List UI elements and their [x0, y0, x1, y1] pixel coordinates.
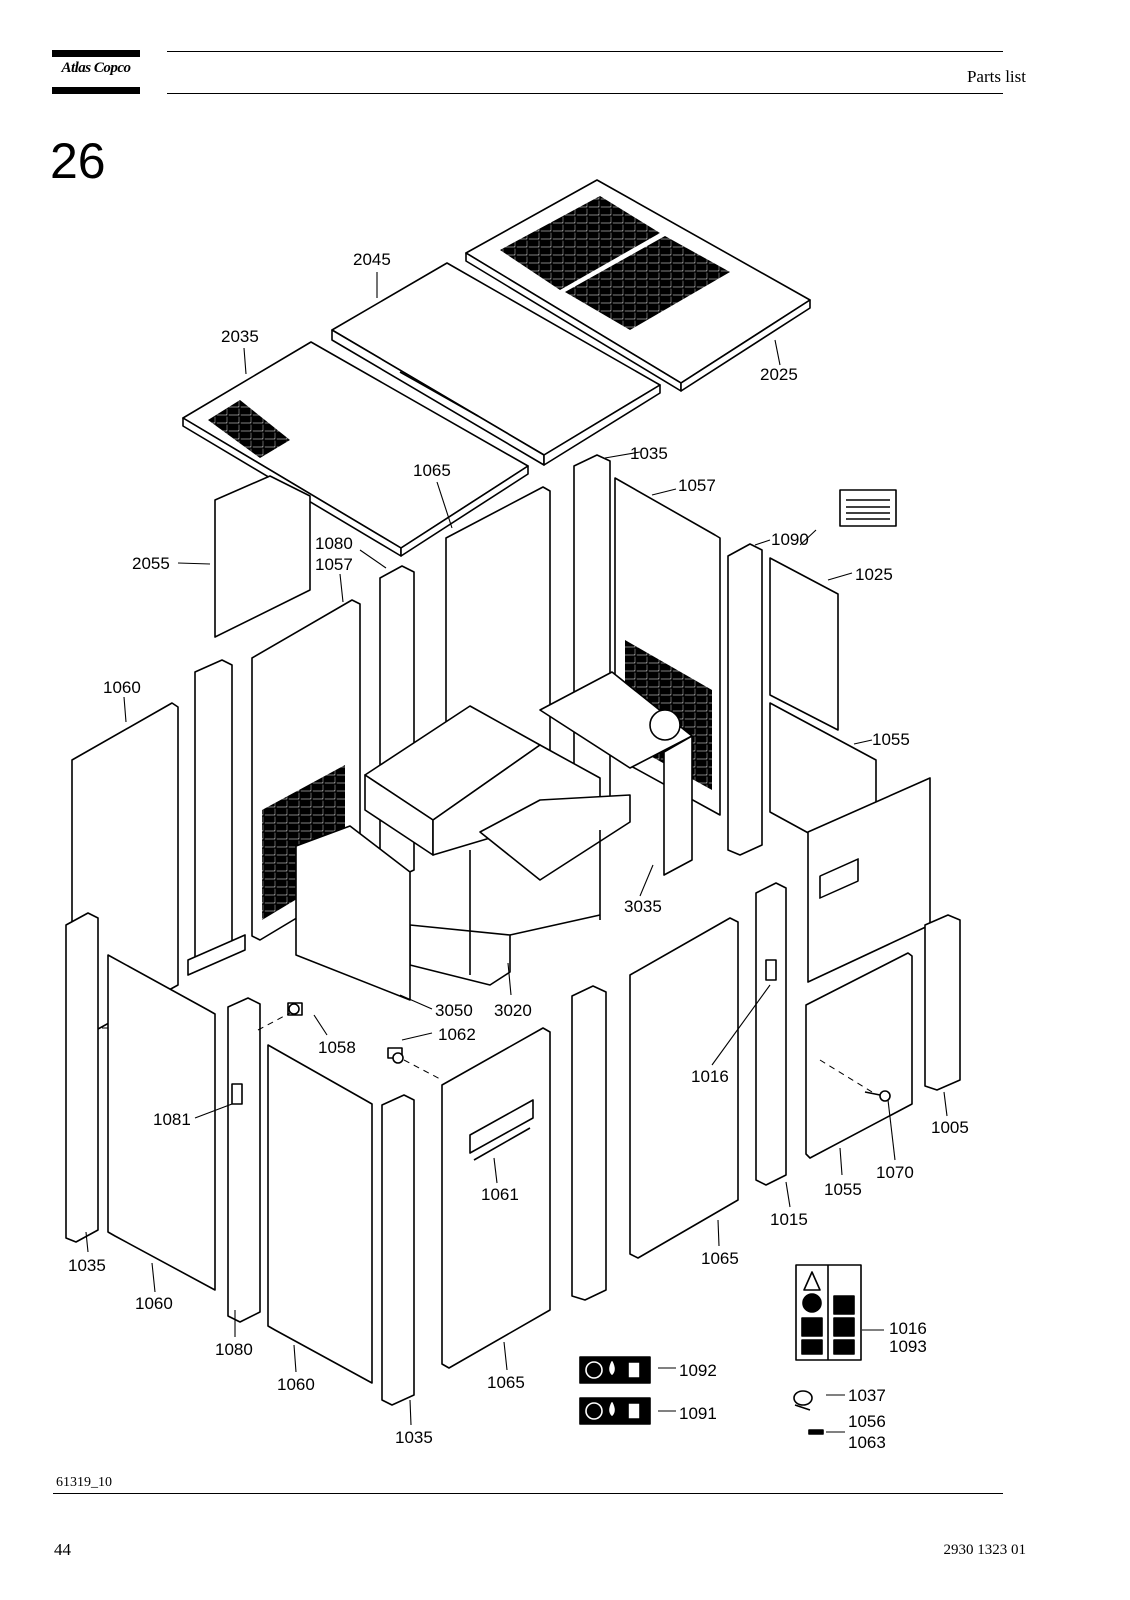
front-door-1060 [267, 1044, 373, 1384]
callout-3035: 3035 [624, 897, 662, 916]
callout-1090: 1090 [771, 530, 809, 549]
rear-post-left [187, 659, 246, 976]
callout-1037: 1037 [848, 1386, 886, 1405]
callout-1015: 1015 [770, 1210, 808, 1229]
callout-1065-rear: 1065 [413, 461, 451, 480]
warning-labels-1016 [795, 1264, 862, 1361]
side-panel-1060-front [107, 954, 216, 1291]
logo-brand-text: Atlas Copco [61, 60, 131, 76]
callout-3050: 3050 [435, 1001, 473, 1020]
callout-1057-right: 1057 [678, 476, 716, 495]
corner-post-1035-right [571, 985, 607, 1301]
callout-1061: 1061 [481, 1185, 519, 1204]
roof-panel-2025 [465, 179, 811, 392]
callout-1080-rear: 1080 [315, 534, 353, 553]
callout-3020: 3020 [494, 1001, 532, 1020]
key-1070 [864, 1090, 891, 1102]
lock-1058 [287, 1002, 303, 1016]
lock-1062 [387, 1047, 404, 1064]
rear-post-1090 [727, 543, 763, 856]
callout-1025: 1025 [855, 565, 893, 584]
callout-1060-side: 1060 [135, 1294, 173, 1313]
strip-1056 [808, 1429, 824, 1435]
callout-1065-front: 1065 [487, 1373, 525, 1392]
callout-1080-front: 1080 [215, 1340, 253, 1359]
dryer-body-3020 [364, 705, 631, 986]
logo-bar-top [52, 50, 140, 57]
roof-panel-2045 [331, 262, 661, 466]
corner-post-1035-front [381, 1094, 415, 1406]
callout-1062: 1062 [438, 1025, 476, 1044]
callout-1065-right: 1065 [701, 1249, 739, 1268]
panel-1025 [769, 557, 839, 731]
figure-id: 61319_10 [56, 1475, 112, 1490]
callout-1035-left: 1035 [68, 1256, 106, 1275]
side-panel-1055-lower [805, 952, 913, 1159]
data-plate [839, 489, 897, 527]
footer-document-number: 2930 1323 01 [943, 1542, 1027, 1558]
corner-post-1035-left [65, 912, 99, 1243]
footer-page-number: 44 [54, 1540, 71, 1559]
pictogram-label-1092 [579, 1356, 651, 1384]
corner-post-1015 [755, 882, 787, 1186]
callout-2055: 2055 [132, 554, 170, 573]
callout-1016-label: 1016 [889, 1319, 927, 1338]
callout-1058: 1058 [318, 1038, 356, 1057]
callout-1005: 1005 [931, 1118, 969, 1137]
callout-1093: 1093 [889, 1337, 927, 1356]
corner-post-1080 [227, 997, 261, 1323]
callout-1070: 1070 [876, 1163, 914, 1182]
latch-window-1016 [765, 959, 777, 981]
front-door-1065 [441, 1027, 551, 1369]
callout-1063: 1063 [848, 1433, 886, 1452]
callout-1055-lower: 1055 [824, 1180, 862, 1199]
header-rule-bottom [167, 93, 1003, 94]
section-number: 26 [50, 133, 106, 189]
corner-post-1005 [924, 914, 961, 1091]
callout-1060-front: 1060 [277, 1375, 315, 1394]
callout-labels: 2045 2035 2025 1035 1065 1057 1080 1057 … [68, 250, 969, 1452]
callout-1035-top: 1035 [630, 444, 668, 463]
callout-1016-post: 1016 [691, 1067, 729, 1086]
callout-1057-left: 1057 [315, 555, 353, 574]
callout-1081: 1081 [153, 1110, 191, 1129]
atlas-copco-logo: Atlas Copco [52, 50, 140, 94]
callout-1056: 1056 [848, 1412, 886, 1431]
callout-2045: 2045 [353, 250, 391, 269]
bracket-3035 [539, 671, 693, 876]
callout-1055-upper: 1055 [872, 730, 910, 749]
header-title: Parts list [966, 67, 1026, 86]
leader-lines [85, 272, 948, 1433]
footer-rule [53, 1493, 1003, 1494]
callout-1060-rear: 1060 [103, 678, 141, 697]
logo-bar-bottom [52, 87, 140, 94]
callout-1091: 1091 [679, 1404, 717, 1423]
rear-post-1035-top [573, 454, 611, 821]
clip-1037 [793, 1390, 813, 1411]
dashed-assembly-lines [102, 1012, 873, 1093]
door-3050 [295, 825, 411, 1001]
header-rule-top [167, 51, 1003, 52]
display-window [819, 858, 859, 899]
callout-1092: 1092 [679, 1361, 717, 1380]
panel-2055 [214, 475, 311, 638]
callout-2025: 2025 [760, 365, 798, 384]
callout-1035-front: 1035 [395, 1428, 433, 1447]
latch-window-1081 [231, 1083, 243, 1105]
pictogram-label-1091 [579, 1397, 651, 1425]
callout-2035: 2035 [221, 327, 259, 346]
front-door-1065-right [629, 917, 739, 1259]
